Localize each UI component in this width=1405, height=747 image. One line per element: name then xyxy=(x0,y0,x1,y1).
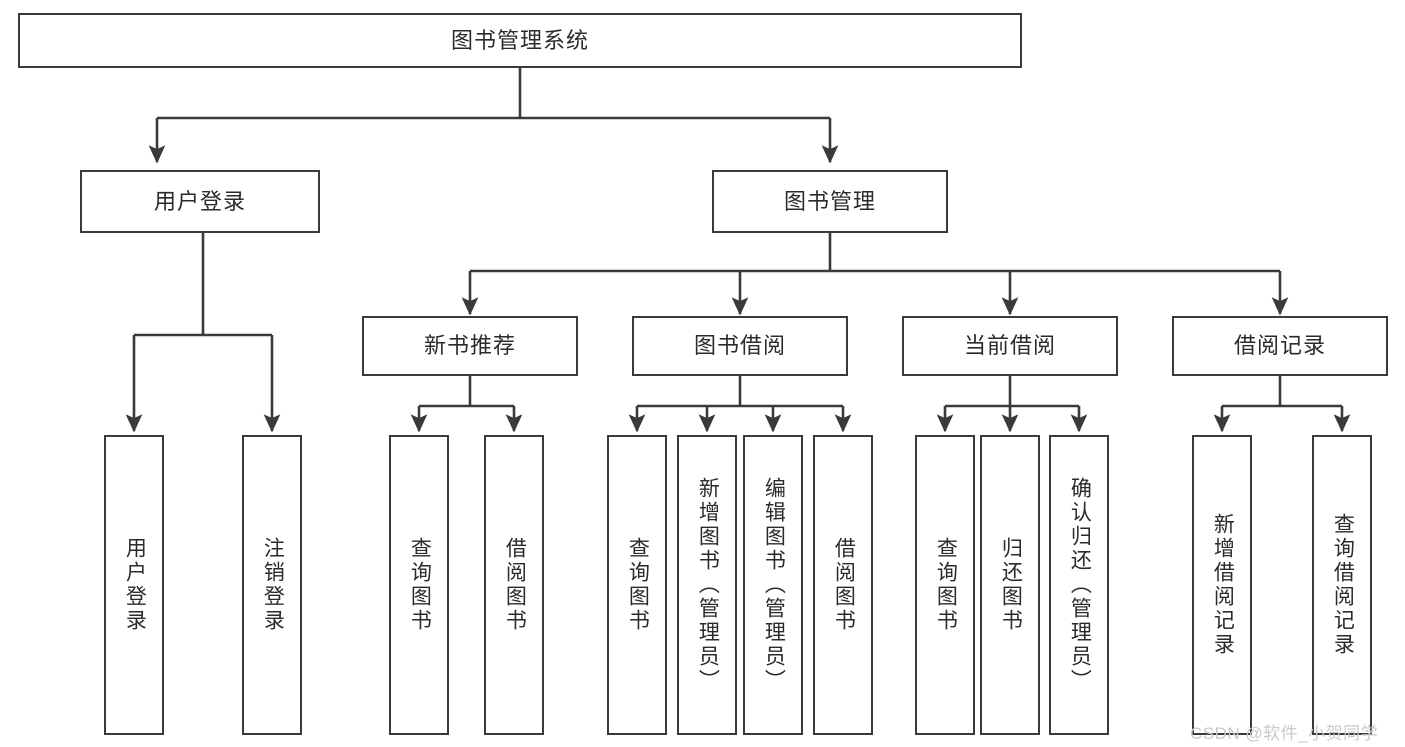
node-label: 借阅图书 xyxy=(503,537,527,633)
node-label: 归还图书 xyxy=(999,537,1023,633)
node-leaf-edit-book-admin[interactable]: 编辑图书（管理员） xyxy=(743,435,803,735)
node-leaf-borrow-book-1[interactable]: 借阅图书 xyxy=(484,435,544,735)
node-label: 查询图书 xyxy=(626,537,650,633)
node-label: 注销登录 xyxy=(261,537,285,633)
node-user-login[interactable]: 用户登录 xyxy=(80,170,320,233)
node-label: 借阅图书 xyxy=(832,537,856,633)
node-current-borrow[interactable]: 当前借阅 xyxy=(902,316,1118,376)
node-leaf-query-book-3[interactable]: 查询图书 xyxy=(915,435,975,735)
node-label: 用户登录 xyxy=(123,537,147,633)
node-leaf-user-login[interactable]: 用户登录 xyxy=(104,435,164,735)
node-label: 借阅记录 xyxy=(1233,333,1326,359)
node-leaf-add-book-admin[interactable]: 新增图书（管理员） xyxy=(677,435,737,735)
node-leaf-add-borrow-record[interactable]: 新增借阅记录 xyxy=(1192,435,1252,735)
node-label: 图书管理系统 xyxy=(450,27,589,53)
node-label: 图书管理 xyxy=(783,188,876,214)
node-label: 查询借阅记录 xyxy=(1331,513,1355,657)
node-new-book-recommend[interactable]: 新书推荐 xyxy=(362,316,578,376)
node-label: 查询图书 xyxy=(934,537,958,633)
node-book-borrow[interactable]: 图书借阅 xyxy=(632,316,848,376)
node-label: 用户登录 xyxy=(153,188,246,214)
node-book-management-system[interactable]: 图书管理系统 xyxy=(18,13,1022,68)
node-label: 新增借阅记录 xyxy=(1211,513,1235,657)
node-label: 编辑图书（管理员） xyxy=(762,477,786,693)
watermark: CSDN @软件_小贺同学 xyxy=(1190,724,1379,743)
node-borrow-record[interactable]: 借阅记录 xyxy=(1172,316,1388,376)
node-leaf-logout-login[interactable]: 注销登录 xyxy=(242,435,302,735)
node-leaf-borrow-book-2[interactable]: 借阅图书 xyxy=(813,435,873,735)
node-label: 当前借阅 xyxy=(963,333,1056,359)
node-label: 新书推荐 xyxy=(423,333,516,359)
node-leaf-return-book[interactable]: 归还图书 xyxy=(980,435,1040,735)
node-label: 确认归还（管理员） xyxy=(1068,477,1092,693)
node-leaf-query-book-1[interactable]: 查询图书 xyxy=(389,435,449,735)
node-label: 图书借阅 xyxy=(693,333,786,359)
node-label: 新增图书（管理员） xyxy=(696,477,720,693)
node-leaf-query-borrow-record[interactable]: 查询借阅记录 xyxy=(1312,435,1372,735)
node-leaf-query-book-2[interactable]: 查询图书 xyxy=(607,435,667,735)
node-label: 查询图书 xyxy=(408,537,432,633)
node-book-management[interactable]: 图书管理 xyxy=(712,170,948,233)
node-leaf-confirm-return-admin[interactable]: 确认归还（管理员） xyxy=(1049,435,1109,735)
